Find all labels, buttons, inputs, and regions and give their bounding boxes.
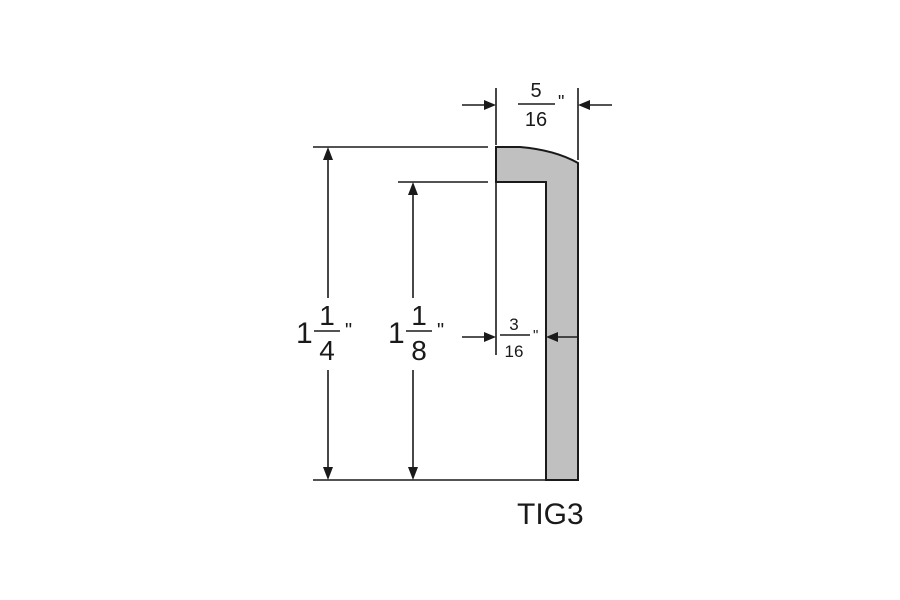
top-width-unit: " bbox=[558, 92, 564, 112]
outer-height-unit: " bbox=[345, 320, 352, 342]
inner-height-dimension: 1 1 8 " bbox=[388, 181, 488, 480]
outer-height-whole: 1 bbox=[296, 317, 313, 350]
leg-width-unit: " bbox=[533, 327, 538, 344]
trim-profile-shape bbox=[495, 146, 579, 481]
leg-width-denominator: 16 bbox=[505, 342, 524, 361]
leg-width-dimension: 3 16 " bbox=[462, 182, 578, 361]
leg-width-numerator: 3 bbox=[509, 315, 518, 334]
outer-height-numerator: 1 bbox=[319, 300, 335, 331]
inner-height-numerator: 1 bbox=[411, 300, 427, 331]
inner-height-whole: 1 bbox=[388, 317, 405, 350]
top-width-denominator: 16 bbox=[525, 109, 547, 131]
top-width-dimension: 5 16 " bbox=[462, 80, 612, 160]
inner-height-unit: " bbox=[437, 320, 444, 342]
outer-height-denominator: 4 bbox=[319, 335, 335, 366]
profile-label: TIG3 bbox=[517, 498, 584, 531]
top-width-numerator: 5 bbox=[530, 80, 541, 102]
outer-height-dimension: 1 1 4 " bbox=[296, 146, 546, 481]
inner-height-denominator: 8 bbox=[411, 335, 427, 366]
